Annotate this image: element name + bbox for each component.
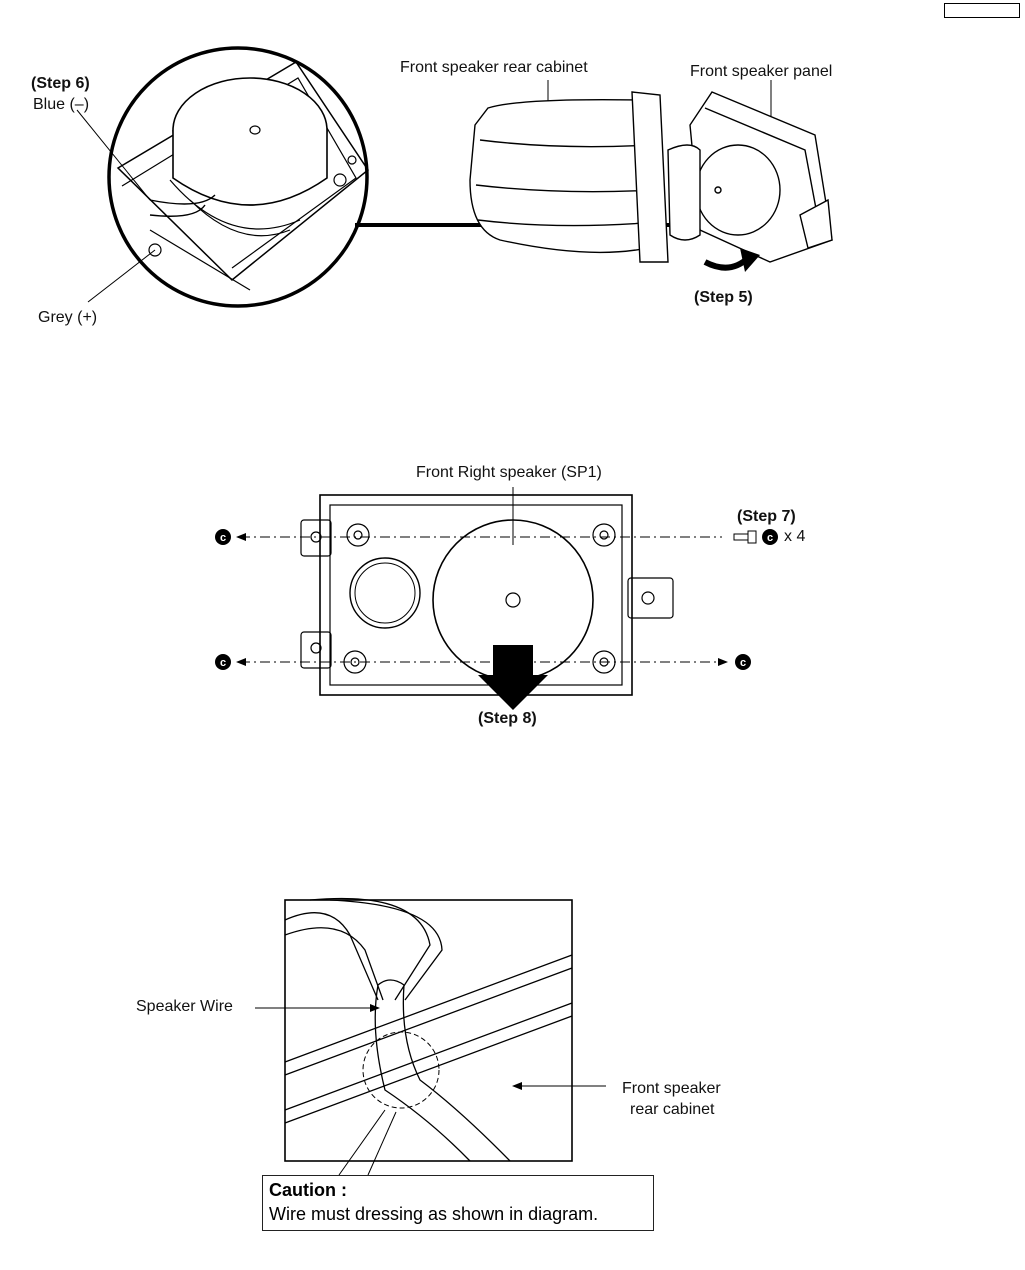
caution-text: Wire must dressing as shown in diagram.: [269, 1204, 599, 1224]
figure2-enclosure: [300, 494, 674, 696]
blue-wire-label: Blue (–): [33, 96, 90, 113]
figure1-speaker-panel: [667, 91, 833, 263]
screw-icons: [215, 529, 778, 670]
step8-label: (Step 8): [478, 710, 537, 727]
screw-count-label: x 4: [784, 528, 806, 545]
rear-cabinet-label: Front speaker rear cabinet: [400, 59, 588, 76]
figure2-screw-axis-lines: [240, 536, 722, 663]
caution-title: Caution :: [269, 1180, 347, 1200]
rear-cabinet-line1-label: Front speaker: [622, 1080, 721, 1097]
rear-cabinet-line2-label: rear cabinet: [630, 1101, 715, 1118]
screw-glyph-icon: [733, 530, 757, 544]
figure3-leaders: [255, 1007, 606, 1176]
page-number-box: [944, 3, 1020, 18]
speaker-panel-label: Front speaker panel: [690, 63, 833, 80]
step6-label: (Step 6): [31, 75, 90, 92]
step5-rotation-arrow: [703, 255, 751, 271]
step8-down-arrow: [478, 645, 548, 710]
step5-label: (Step 5): [694, 289, 753, 306]
figure1-zoom-circle: [107, 46, 370, 308]
step7-label: (Step 7): [737, 508, 796, 525]
figure2-screw-arrows: [236, 533, 728, 666]
grey-wire-label: Grey (+): [38, 309, 98, 326]
figure1-rear-cabinet: [469, 91, 669, 263]
caution-box: Caution : Wire must dressing as shown in…: [262, 1175, 654, 1231]
speaker-wire-label: Speaker Wire: [136, 998, 233, 1015]
screw-c-mark: c: [740, 657, 746, 669]
figure3-frame: [284, 897, 573, 1162]
screw-c-mark: c: [220, 532, 226, 544]
front-right-speaker-label: Front Right speaker (SP1): [416, 464, 602, 481]
screw-c-mark: c: [767, 532, 773, 544]
screw-c-mark: c: [220, 657, 226, 669]
